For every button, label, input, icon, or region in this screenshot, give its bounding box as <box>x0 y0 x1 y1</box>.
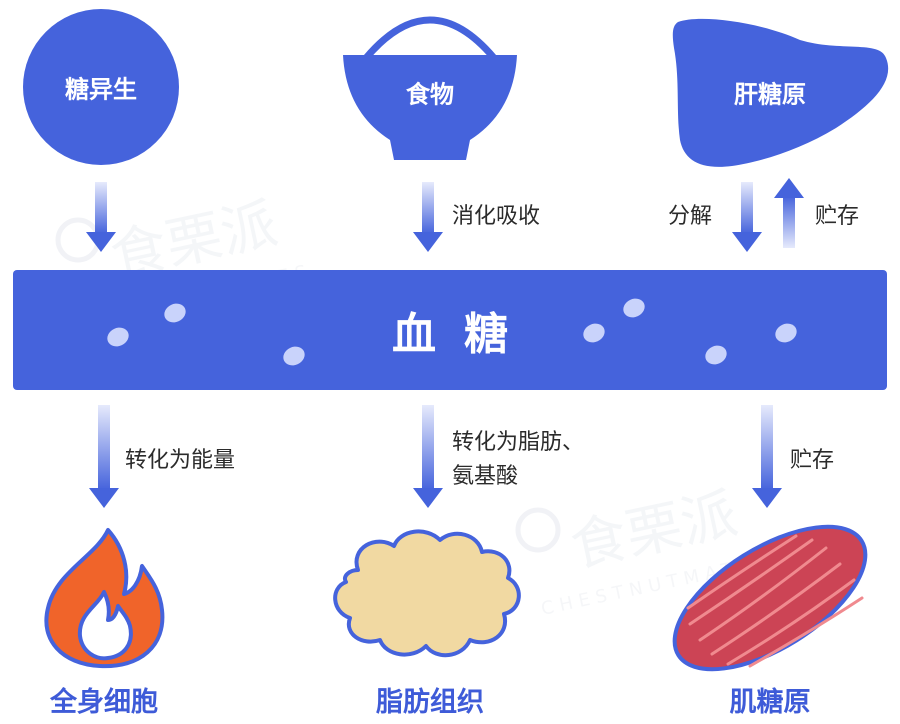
to-fat-label-line1: 转化为脂肪、 <box>452 430 585 455</box>
liver-glycogen-label: 肝糖原 <box>734 80 806 109</box>
blood-sugar-label: 血糖 <box>392 309 536 360</box>
arrow-liver-down <box>732 182 762 252</box>
arrow-food-down <box>413 182 443 252</box>
store-bottom-label: 贮存 <box>790 448 835 473</box>
arrow-to-adipose <box>413 405 443 508</box>
decompose-label: 分解 <box>668 204 713 229</box>
arrow-to-cells <box>89 405 119 508</box>
food-label: 食物 <box>406 80 454 109</box>
to-energy-label: 转化为能量 <box>125 448 236 473</box>
arrow-gluco-down <box>86 182 116 252</box>
sugar-dots <box>107 298 797 366</box>
arrow-to-muscle <box>752 405 782 508</box>
gluconeogenesis-label: 糖异生 <box>65 75 137 104</box>
arrow-liver-up <box>774 178 804 248</box>
to-fat-label-line2: 氨基酸 <box>452 464 519 489</box>
flame-icon <box>44 528 165 669</box>
gluconeogenesis-circle-icon <box>23 9 179 165</box>
liver-icon <box>672 18 889 167</box>
store-top-label: 贮存 <box>815 204 860 229</box>
fat-cloud-icon <box>333 529 521 657</box>
blood-sugar-band <box>13 270 887 390</box>
muscle-icon <box>672 524 868 672</box>
digest-label: 消化吸收 <box>452 204 541 229</box>
adipose-label: 脂肪组织 <box>376 687 484 718</box>
rice-bowl-icon <box>343 16 517 160</box>
cells-label: 全身细胞 <box>50 687 158 718</box>
muscle-glycogen-label: 肌糖原 <box>729 687 811 718</box>
